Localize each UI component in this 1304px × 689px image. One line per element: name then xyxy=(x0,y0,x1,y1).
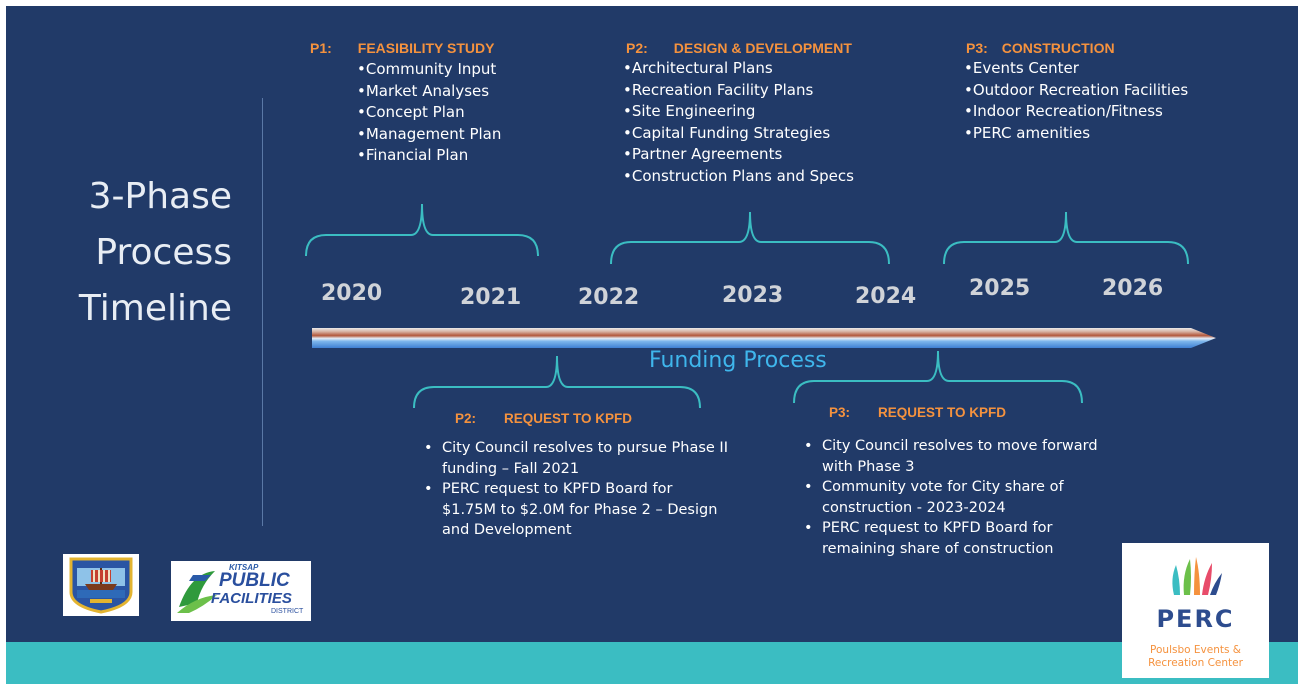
request-p2-name: REQUEST TO KPFD xyxy=(504,411,633,426)
request-p2-bullet: PERC request to KPFD Board for $1.75M to… xyxy=(420,479,730,541)
viking-ship-icon xyxy=(69,557,133,614)
phase-2-bracket xyxy=(610,211,890,265)
phase-2-item: Architectural Plans xyxy=(623,58,854,80)
kpfd-line-3: FACILITIES xyxy=(211,590,292,607)
phase-2-item: Capital Funding Strategies xyxy=(623,123,854,145)
timeline-arrow xyxy=(312,328,1216,348)
request-p3-bullet: Community vote for City share of constru… xyxy=(800,477,1100,518)
phase-1-heading: P1: FEASIBILITY STUDY xyxy=(310,40,494,56)
request-p2-tag: P2: xyxy=(455,411,477,426)
year-label: 2024 xyxy=(855,284,917,309)
perc-subtitle-2: Recreation Center xyxy=(1148,657,1243,669)
funding-process-label: Funding Process xyxy=(649,348,827,373)
phase-2-item: Partner Agreements xyxy=(623,144,854,166)
divider-line xyxy=(262,98,263,526)
kpfd-line-4: DISTRICT xyxy=(271,608,304,615)
timeline-graphics xyxy=(305,203,1216,409)
year-label: 2020 xyxy=(321,281,383,306)
title-line-3: Timeline xyxy=(78,288,232,329)
title-line-1: 3-Phase xyxy=(88,176,232,217)
phase-2-heading: P2: DESIGN & DEVELOPMENT xyxy=(626,40,852,56)
phase-1-items: Community Input Market Analyses Concept … xyxy=(357,59,502,167)
request-p3-heading: P3: REQUEST TO KPFD xyxy=(829,405,1006,420)
phase-1-item: Management Plan xyxy=(357,124,502,146)
perc-logo: PERC Poulsbo Events & Recreation Center xyxy=(1122,543,1269,678)
kpfd-line-1: KITSAP xyxy=(229,563,259,572)
phase-3-item: Outdoor Recreation Facilities xyxy=(964,80,1188,102)
phase-1-item: Financial Plan xyxy=(357,145,501,167)
perc-subtitle-1: Poulsbo Events & xyxy=(1150,644,1241,656)
phase-1-tag: P1: xyxy=(310,40,332,56)
phase-3-item: Indoor Recreation/Fitness xyxy=(964,101,1188,123)
request-p3-bullets: City Council resolves to move forward wi… xyxy=(800,436,1100,559)
year-label: 2025 xyxy=(969,276,1031,301)
year-label: 2021 xyxy=(460,285,522,310)
phase-1-name: FEASIBILITY STUDY xyxy=(357,40,495,56)
kpfd-line-2: PUBLIC xyxy=(219,570,290,591)
phase-3-items: Events Center Outdoor Recreation Facilit… xyxy=(964,58,1188,144)
phase-3-bracket xyxy=(943,211,1189,265)
phase-2-item: Site Engineering xyxy=(623,101,854,123)
year-label: 2026 xyxy=(1102,276,1164,301)
request-p3-name: REQUEST TO KPFD xyxy=(878,405,1007,420)
request-p3-bullet: City Council resolves to move forward wi… xyxy=(800,436,1100,477)
phase-1-item: Community Input xyxy=(357,59,501,81)
kpfd-logo: KITSAP PUBLIC FACILITIES DISTRICT xyxy=(171,561,311,621)
phase-1-item: Concept Plan xyxy=(357,102,501,124)
phase-2-tag: P2: xyxy=(626,40,648,56)
request-p2-bullet: City Council resolves to pursue Phase II… xyxy=(420,438,730,479)
phase-2-items: Architectural Plans Recreation Facility … xyxy=(623,58,854,187)
phase-2-item: Construction Plans and Specs xyxy=(623,166,854,188)
bottom-band xyxy=(6,642,1298,684)
city-seal-logo xyxy=(63,554,139,616)
year-label: 2022 xyxy=(578,285,640,310)
request-p2-heading: P2: REQUEST TO KPFD xyxy=(455,411,632,426)
phase-1-item: Market Analyses xyxy=(357,81,501,103)
phase-3-item: Events Center xyxy=(964,58,1188,80)
kpfd-runner-icon xyxy=(177,571,217,613)
phase-3-item: PERC amenities xyxy=(964,123,1188,145)
phase-1-bracket xyxy=(305,203,539,257)
request-p2-bullets: City Council resolves to pursue Phase II… xyxy=(420,438,730,541)
phase-3-tag: P3: xyxy=(966,40,988,56)
request-p3-bracket xyxy=(793,350,1083,404)
request-p2-bracket xyxy=(413,355,701,409)
perc-burst-icon xyxy=(1172,557,1222,595)
request-p3-bullet: PERC request to KPFD Board for remaining… xyxy=(800,518,1100,559)
phase-3-name: CONSTRUCTION xyxy=(1001,40,1115,56)
title-line-2: Process xyxy=(95,232,232,273)
phase-2-item: Recreation Facility Plans xyxy=(623,80,854,102)
perc-name: PERC xyxy=(1156,605,1235,633)
slide: 3-Phase Process Timeline P1: FEASIBILITY … xyxy=(6,6,1298,684)
request-p3-tag: P3: xyxy=(829,405,851,420)
phase-2-name: DESIGN & DEVELOPMENT xyxy=(673,40,852,56)
phase-3-heading: P3: CONSTRUCTION xyxy=(966,40,1115,56)
year-label: 2023 xyxy=(722,283,784,308)
